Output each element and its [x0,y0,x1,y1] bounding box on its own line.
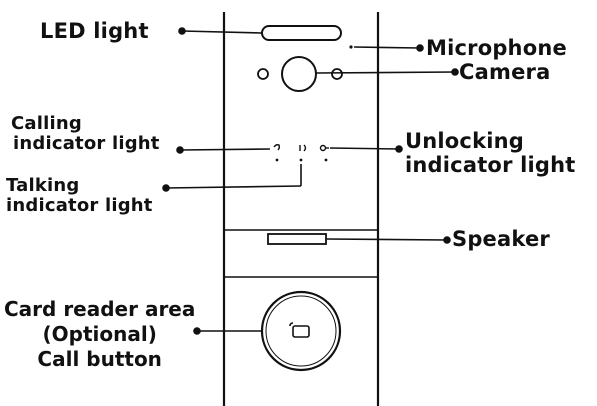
label-card-line2: (Optional) [42,322,157,346]
label-unlocking-indicator: Unlocking indicator light [405,129,576,177]
call-button-inner-ring [265,295,337,367]
label-calling-line1: Calling [11,113,82,134]
leader-talking [162,164,302,192]
label-card-line1: Card reader area [4,297,196,321]
camera-lens [281,56,317,92]
label-talking-indicator: Talking indicator light [6,176,153,216]
leader-speaker [325,236,451,244]
call-button-ring [260,290,342,372]
label-card-reader: Card reader area (Optional) Call button [4,297,195,372]
label-microphone: Microphone [426,36,567,60]
label-card-line3: Call button [37,347,162,371]
label-talking-line2: indicator light [6,195,153,216]
label-calling-line2: indicator light [13,133,160,154]
left-sensor [257,68,269,80]
label-led-light: LED light [40,19,149,43]
leader-microphone [353,44,424,52]
device-body [222,12,380,406]
leader-camera [315,68,459,76]
leader-lines [162,27,459,335]
label-speaker: Speaker [452,227,550,251]
label-unlocking-line1: Unlocking [405,129,525,153]
speech-icon [299,144,307,162]
speaker-grille [267,233,327,245]
label-unlocking-line2: indicator light [405,153,576,177]
led-light-bar [261,25,342,41]
label-talking-line1: Talking [6,175,80,196]
leader-unlocking [329,145,403,153]
phone-handset-icon [273,144,281,162]
right-sensor [331,68,343,80]
key-icon [319,144,329,162]
leader-led [178,27,263,35]
microphone-hole [349,45,353,49]
leader-calling [176,146,271,154]
card-icon [289,322,310,338]
leader-card [193,327,262,335]
label-camera: Camera [459,60,551,84]
label-calling-indicator: Calling indicator light [11,114,160,154]
